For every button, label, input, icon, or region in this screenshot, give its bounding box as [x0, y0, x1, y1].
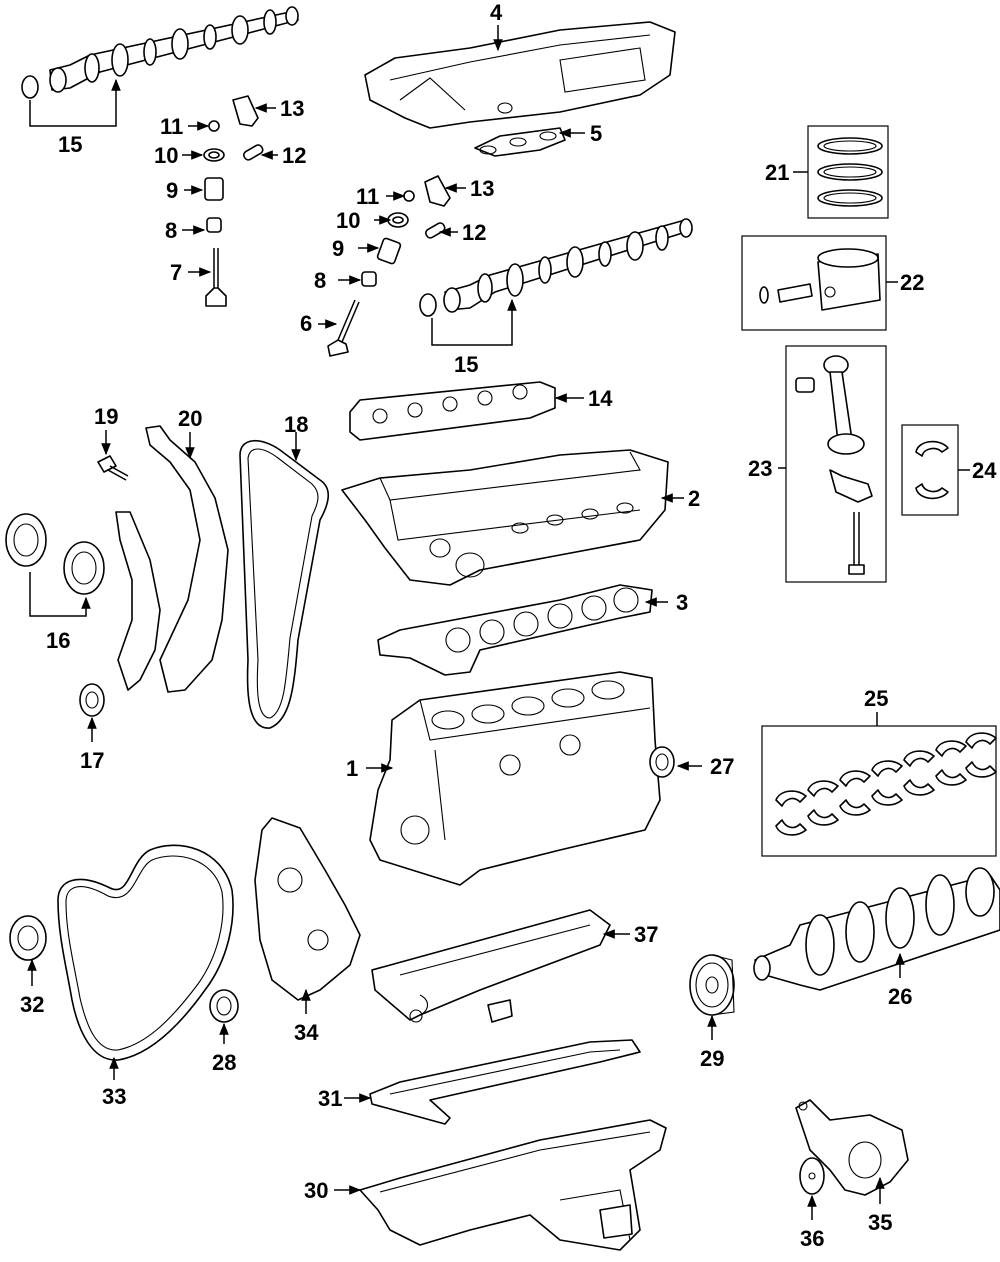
callout-4: 4: [490, 0, 503, 25]
engine-block: [369, 671, 661, 886]
valve-cover: [364, 21, 676, 129]
callout-12-b: 12: [462, 220, 486, 245]
callout-16: 16: [46, 628, 70, 653]
callout-31: 31: [318, 1086, 342, 1111]
callout-36: 36: [800, 1226, 824, 1251]
connecting-rod: [795, 355, 873, 575]
head-gasket: [377, 584, 653, 676]
piston-rings: [817, 137, 883, 207]
oil-pump-sprocket: [799, 1157, 825, 1195]
callout-14: 14: [588, 386, 613, 411]
front-crank-seal: [209, 989, 239, 1023]
callout-5: 5: [590, 121, 602, 146]
callout-9: 9: [166, 178, 178, 203]
valve-cover-gasket: [474, 127, 566, 157]
windage-tray: [371, 909, 611, 1023]
callout-1: 1: [346, 756, 358, 781]
callout-25: 25: [864, 686, 888, 711]
crankshaft: [753, 867, 1000, 991]
bolt: [97, 455, 129, 481]
callout-13: 13: [280, 96, 304, 121]
rear-main-seal: [649, 746, 675, 778]
timing-chain: [239, 440, 330, 729]
main-bearings: [775, 732, 997, 836]
timing-chain-guide: [115, 425, 229, 693]
callout-34: 34: [294, 1020, 319, 1045]
oil-pan-gasket: [369, 1039, 641, 1125]
callout-29: 29: [700, 1046, 724, 1071]
callout-21: 21: [765, 160, 789, 185]
sprocket: [9, 915, 47, 961]
callout-22: 22: [900, 270, 924, 295]
camshaft-sprockets: [5, 513, 105, 595]
valvetrain-left: [203, 95, 264, 307]
valvetrain-right: [327, 175, 451, 357]
callout-26: 26: [888, 984, 912, 1009]
callout-11-b: 11: [356, 184, 379, 209]
callout-12: 12: [282, 143, 306, 168]
rod-bearings-box: [901, 424, 959, 516]
callout-3: 3: [676, 590, 688, 615]
callout-9-b: 9: [332, 236, 344, 261]
piston-box: [741, 235, 887, 331]
crank-sprocket: [79, 683, 105, 717]
callout-13-b: 13: [470, 176, 494, 201]
callout-30: 30: [304, 1178, 328, 1203]
callout-37: 37: [634, 922, 658, 947]
callout-20: 20: [178, 406, 202, 431]
callout-15: 15: [58, 132, 82, 157]
callout-6: 6: [300, 311, 312, 336]
cylinder-head: [341, 449, 669, 586]
callout-24: 24: [972, 458, 997, 483]
timing-cover: [254, 817, 361, 1001]
callout-7: 7: [170, 260, 182, 285]
callout-18: 18: [284, 412, 308, 437]
camshaft-intake: [419, 218, 693, 317]
piston: [759, 248, 881, 311]
callout-28: 28: [212, 1050, 236, 1075]
callout-8-b: 8: [314, 268, 326, 293]
rod-bearings: [915, 440, 949, 500]
timing-chain-lower: [57, 844, 234, 1061]
callout-8: 8: [165, 218, 177, 243]
connecting-rod-box: [785, 345, 887, 583]
callout-2: 2: [688, 486, 700, 511]
callout-17: 17: [80, 748, 104, 773]
callout-32: 32: [20, 992, 44, 1017]
callout-11: 11: [160, 114, 183, 139]
oil-pan: [359, 1119, 667, 1251]
callout-10-b: 10: [336, 208, 360, 233]
callout-10: 10: [154, 143, 178, 168]
oil-pump: [795, 1099, 909, 1196]
camshaft-bearing-bridge: [349, 381, 556, 441]
callout-35: 35: [868, 1210, 892, 1235]
callout-15-b: 15: [454, 352, 478, 377]
main-bearings-box: [761, 725, 997, 857]
callout-27: 27: [710, 754, 734, 779]
callout-23: 23: [748, 456, 772, 481]
crank-pulley: [689, 954, 735, 1016]
camshaft-exhaust: [21, 6, 299, 99]
callout-33: 33: [102, 1084, 126, 1109]
callout-19: 19: [94, 404, 118, 429]
